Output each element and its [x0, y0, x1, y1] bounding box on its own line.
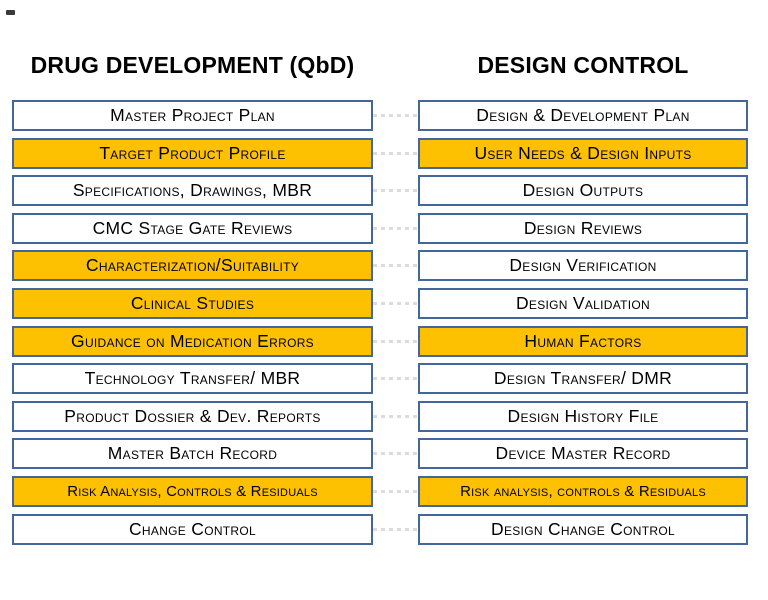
box-design-verification: Design Verification — [418, 250, 748, 282]
box-design-history-file: Design History File — [418, 400, 748, 432]
connector-row — [373, 363, 418, 394]
box-design-outputs: Design Outputs — [418, 175, 748, 207]
column-headers: DRUG DEVELOPMENT (QbD) DESIGN CONTROL — [12, 52, 748, 79]
box-master-project-plan: Master Project Plan — [12, 100, 373, 131]
corner-mark — [6, 10, 15, 15]
box-design-development-plan: Design & Development Plan — [418, 100, 748, 131]
connector-row — [373, 438, 418, 469]
connector-line — [373, 527, 418, 531]
connector-row — [373, 476, 418, 507]
connector-row — [373, 288, 418, 319]
connector-row — [373, 401, 418, 432]
connector-line — [373, 377, 418, 381]
connector-line — [373, 226, 418, 230]
box-risk-analysis-controls-residuals-dc: Risk analysis, controls & Residuals — [418, 475, 748, 507]
qbd-column: Master Project Plan Target Product Profi… — [12, 100, 373, 545]
connector-row — [373, 213, 418, 244]
box-clinical-studies: Clinical Studies — [12, 287, 373, 319]
connector-line — [373, 264, 418, 268]
box-design-change-control: Design Change Control — [418, 513, 748, 545]
connector-row — [373, 175, 418, 206]
box-specifications-drawings-mbr: Specifications, Drawings, MBR — [12, 175, 373, 207]
header-spacer — [373, 52, 418, 79]
box-guidance-on-medication-errors: Guidance on Medication Errors — [12, 325, 373, 357]
box-design-transfer-dmr: Design Transfer/ DMR — [418, 363, 748, 395]
connector-row — [373, 138, 418, 169]
connector-row — [373, 326, 418, 357]
connector-line — [373, 452, 418, 456]
box-design-validation: Design Validation — [418, 287, 748, 319]
box-risk-analysis-controls-residuals: Risk Analysis, Controls & Residuals — [12, 475, 373, 507]
connector-row — [373, 250, 418, 281]
box-device-master-record: Device Master Record — [418, 438, 748, 470]
column-title-drug-development-qbd: DRUG DEVELOPMENT (QbD) — [30, 52, 355, 78]
connector-line — [373, 414, 418, 418]
connector-line — [373, 489, 418, 493]
box-target-product-profile: Target Product Profile — [12, 137, 373, 169]
connector-row — [373, 514, 418, 545]
connector-line — [373, 114, 418, 117]
connector-line — [373, 189, 418, 193]
box-technology-transfer-mbr: Technology Transfer/ MBR — [12, 363, 373, 395]
box-cmc-stage-gate-reviews: CMC Stage Gate Reviews — [12, 212, 373, 244]
connector-line — [373, 301, 418, 305]
connector-line — [373, 339, 418, 343]
design-control-column: Design & Development Plan User Needs & D… — [418, 100, 748, 545]
connector-row — [373, 100, 418, 131]
box-product-dossier-dev-reports: Product Dossier & Dev. Reports — [12, 400, 373, 432]
box-human-factors: Human Factors — [418, 325, 748, 357]
box-change-control: Change Control — [12, 513, 373, 545]
box-design-reviews: Design Reviews — [418, 212, 748, 244]
box-characterization-suitability: Characterization/Suitability — [12, 250, 373, 282]
diagram-grid: Master Project Plan Target Product Profi… — [12, 100, 748, 545]
column-title-design-control: DESIGN CONTROL — [477, 52, 689, 78]
box-master-batch-record: Master Batch Record — [12, 438, 373, 470]
connector-line — [373, 151, 418, 155]
box-user-needs-design-inputs: User Needs & Design Inputs — [418, 137, 748, 169]
connector-column — [373, 100, 418, 545]
